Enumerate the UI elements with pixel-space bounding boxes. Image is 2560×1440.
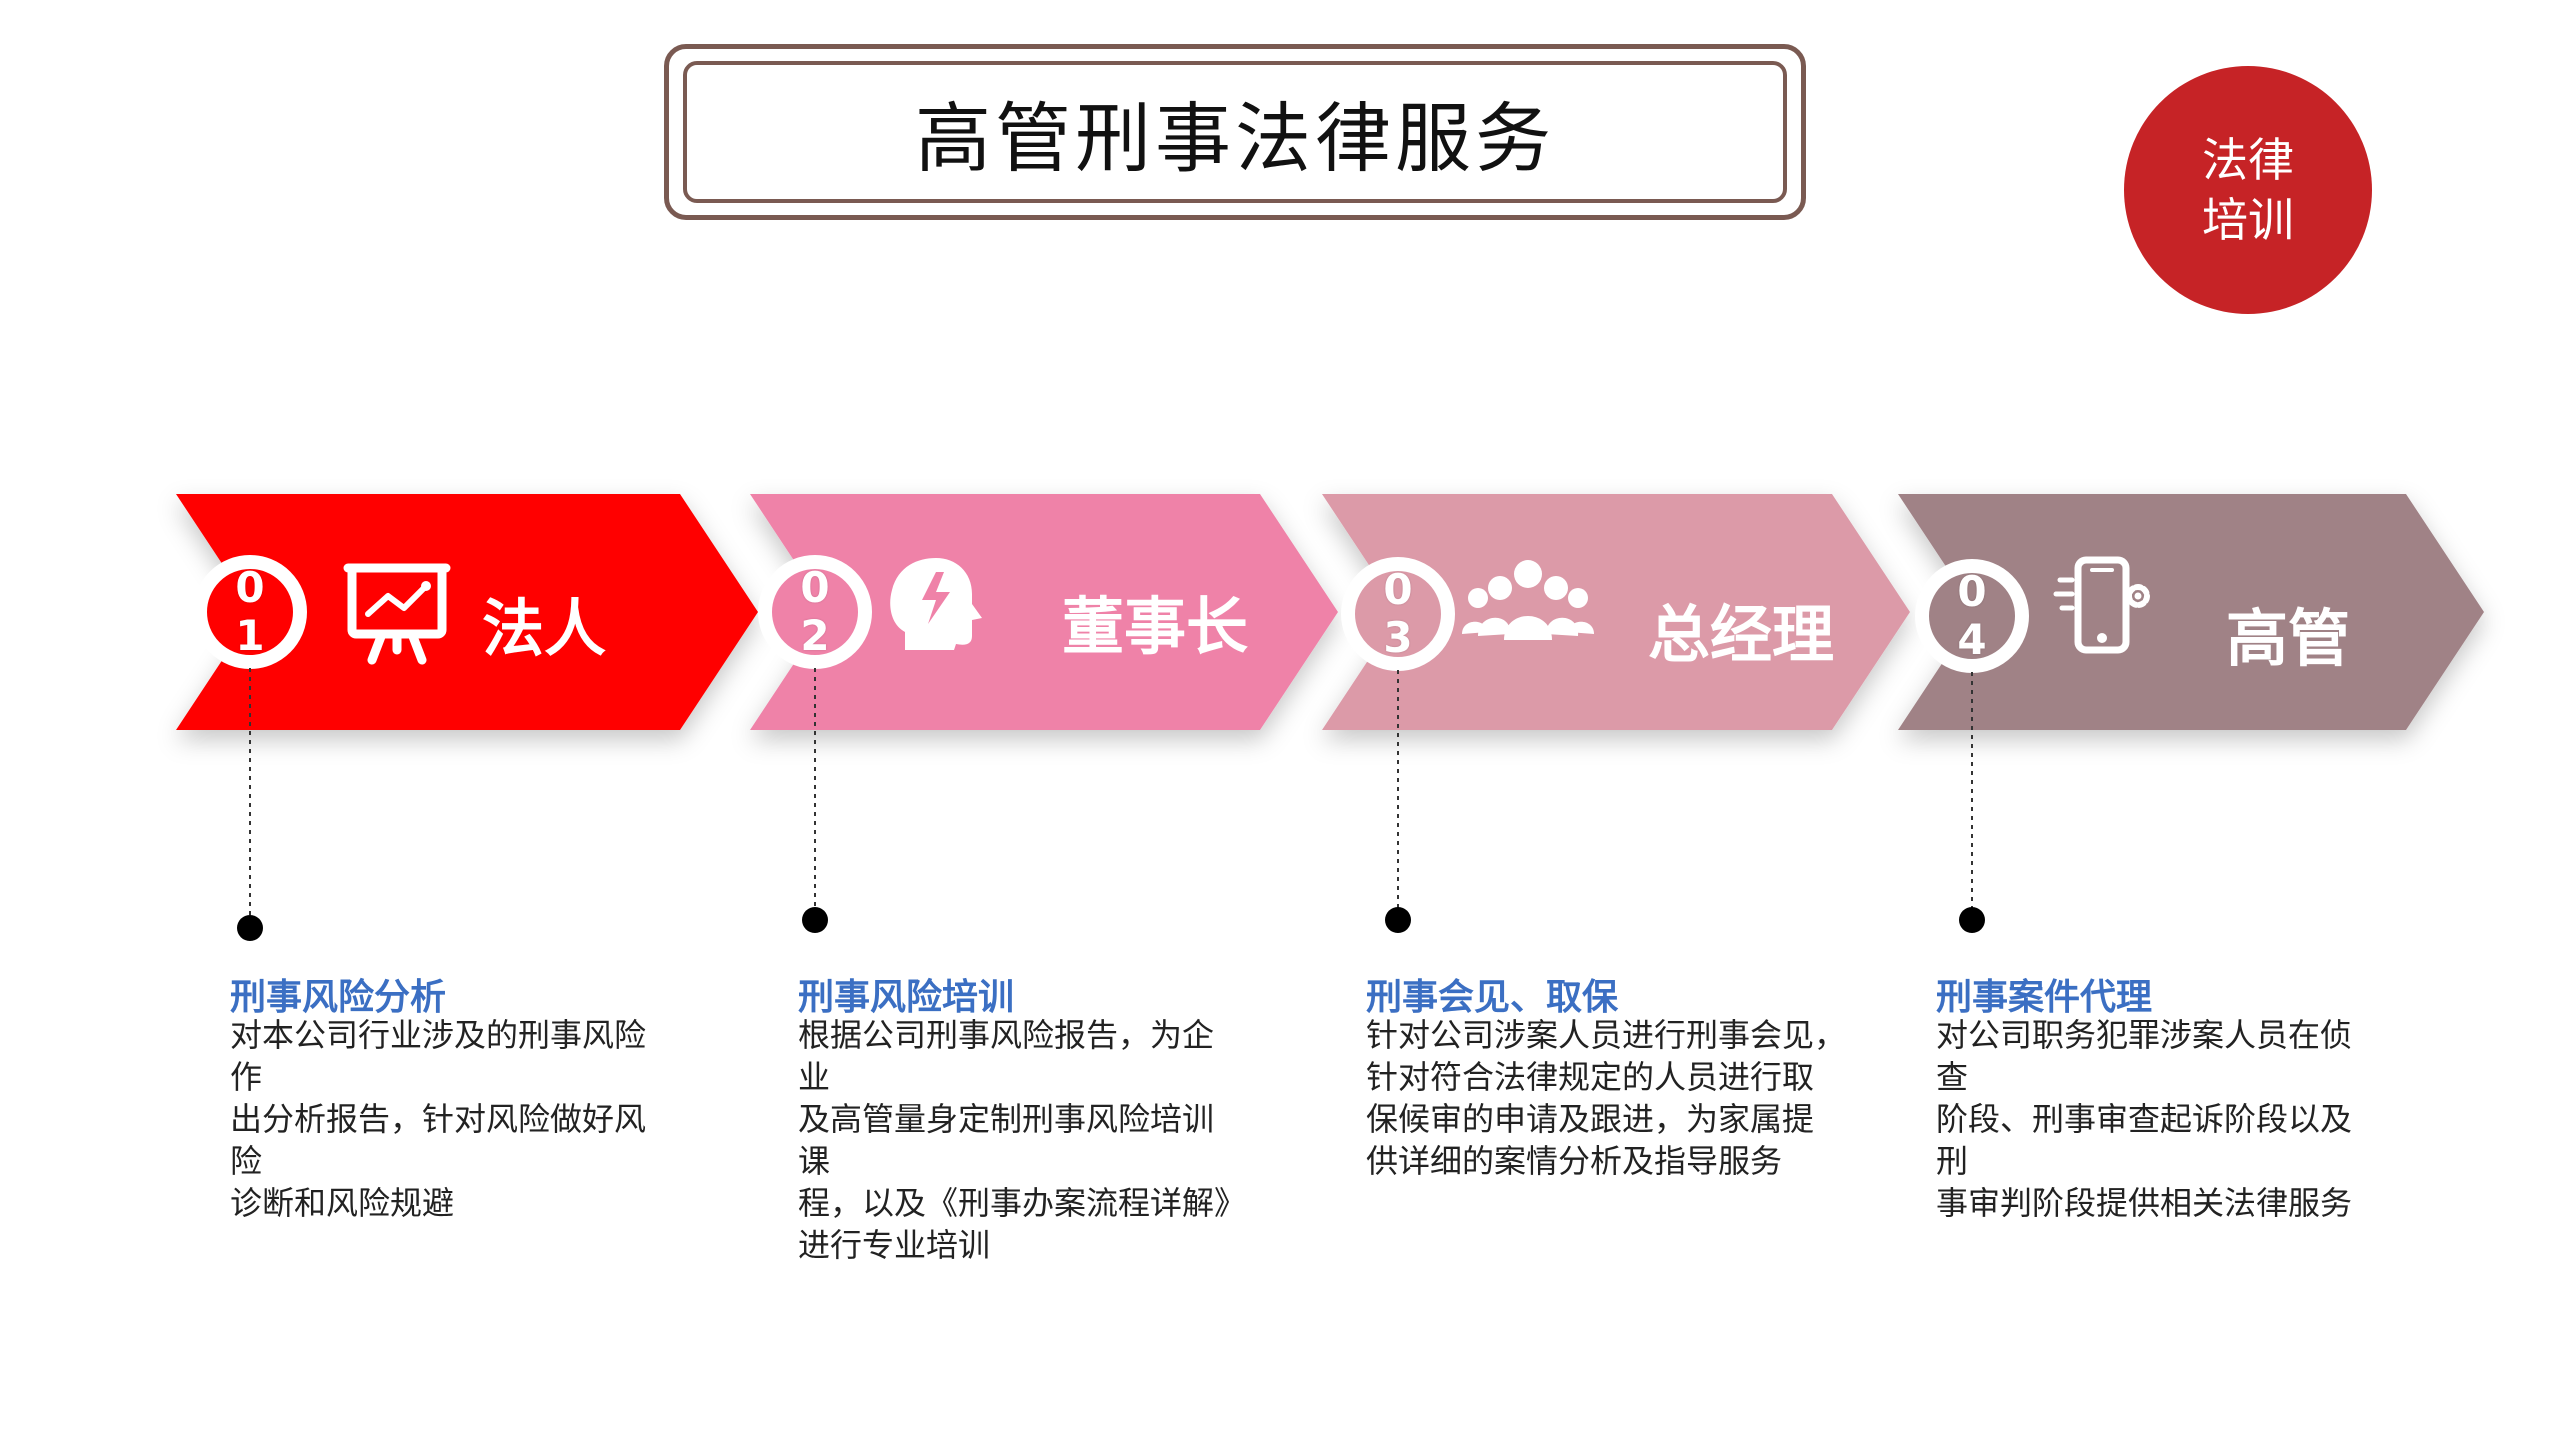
step-4-chevron [1898,494,2484,730]
team-people-icon [1462,560,1594,640]
page-title: 高管刑事法律服务 [915,94,1555,183]
category-badge: 法律 培训 [2124,66,2372,314]
step-4-number-ring [1915,559,2029,673]
step-4-label: 高管 [2226,602,2351,675]
step-1-chevron [176,494,758,730]
step-2-description: 根据公司刑事风险报告，为企业 及高管量身定制刑事风险培训课 程，以及《刑事办案流… [798,1016,1247,1264]
step-2-dot [802,907,828,933]
step-2-heading: 刑事风险培训 [798,977,1015,1018]
mobile-phone-gear-icon [2053,556,2150,654]
step-2-number-ring [758,555,872,669]
presentation-chart-icon [343,563,451,665]
step-2-chevron [750,494,1338,730]
step-3-chevron [1322,494,1910,730]
badge-line-2: 培训 [2202,193,2294,247]
step-3-heading: 刑事会见、取保 [1366,977,1619,1018]
step-2-label: 董事长 [1062,590,1249,663]
head-lightning-icon [890,558,982,650]
title-frame: 高管刑事法律服务 [664,44,1806,220]
step-4-description: 对公司职务犯罪涉案人员在侦查 阶段、刑事审查起诉阶段以及刑 事审判阶段提供相关法… [1936,1016,2353,1222]
title-inner-frame: 高管刑事法律服务 [683,61,1787,203]
step-1-dot [237,915,263,941]
badge-line-1: 法律 [2202,133,2294,187]
step-4-dot [1959,907,1985,933]
step-3-label: 总经理 [1648,598,1835,671]
step-3-dot [1385,907,1411,933]
step-1-number-ring [193,555,307,669]
step-3-description: 针对公司涉案人员进行刑事会见， 针对符合法律规定的人员进行取 保候审的申请及跟进… [1366,1016,1847,1180]
step-1-description: 对本公司行业涉及的刑事风险作 出分析报告，针对风险做好风险 诊断和风险规避 [230,1016,647,1222]
step-4-heading: 刑事案件代理 [1936,977,2153,1018]
step-1-heading: 刑事风险分析 [230,977,447,1018]
step-3-number-ring [1341,557,1455,671]
step-1-label: 法人 [482,592,607,665]
